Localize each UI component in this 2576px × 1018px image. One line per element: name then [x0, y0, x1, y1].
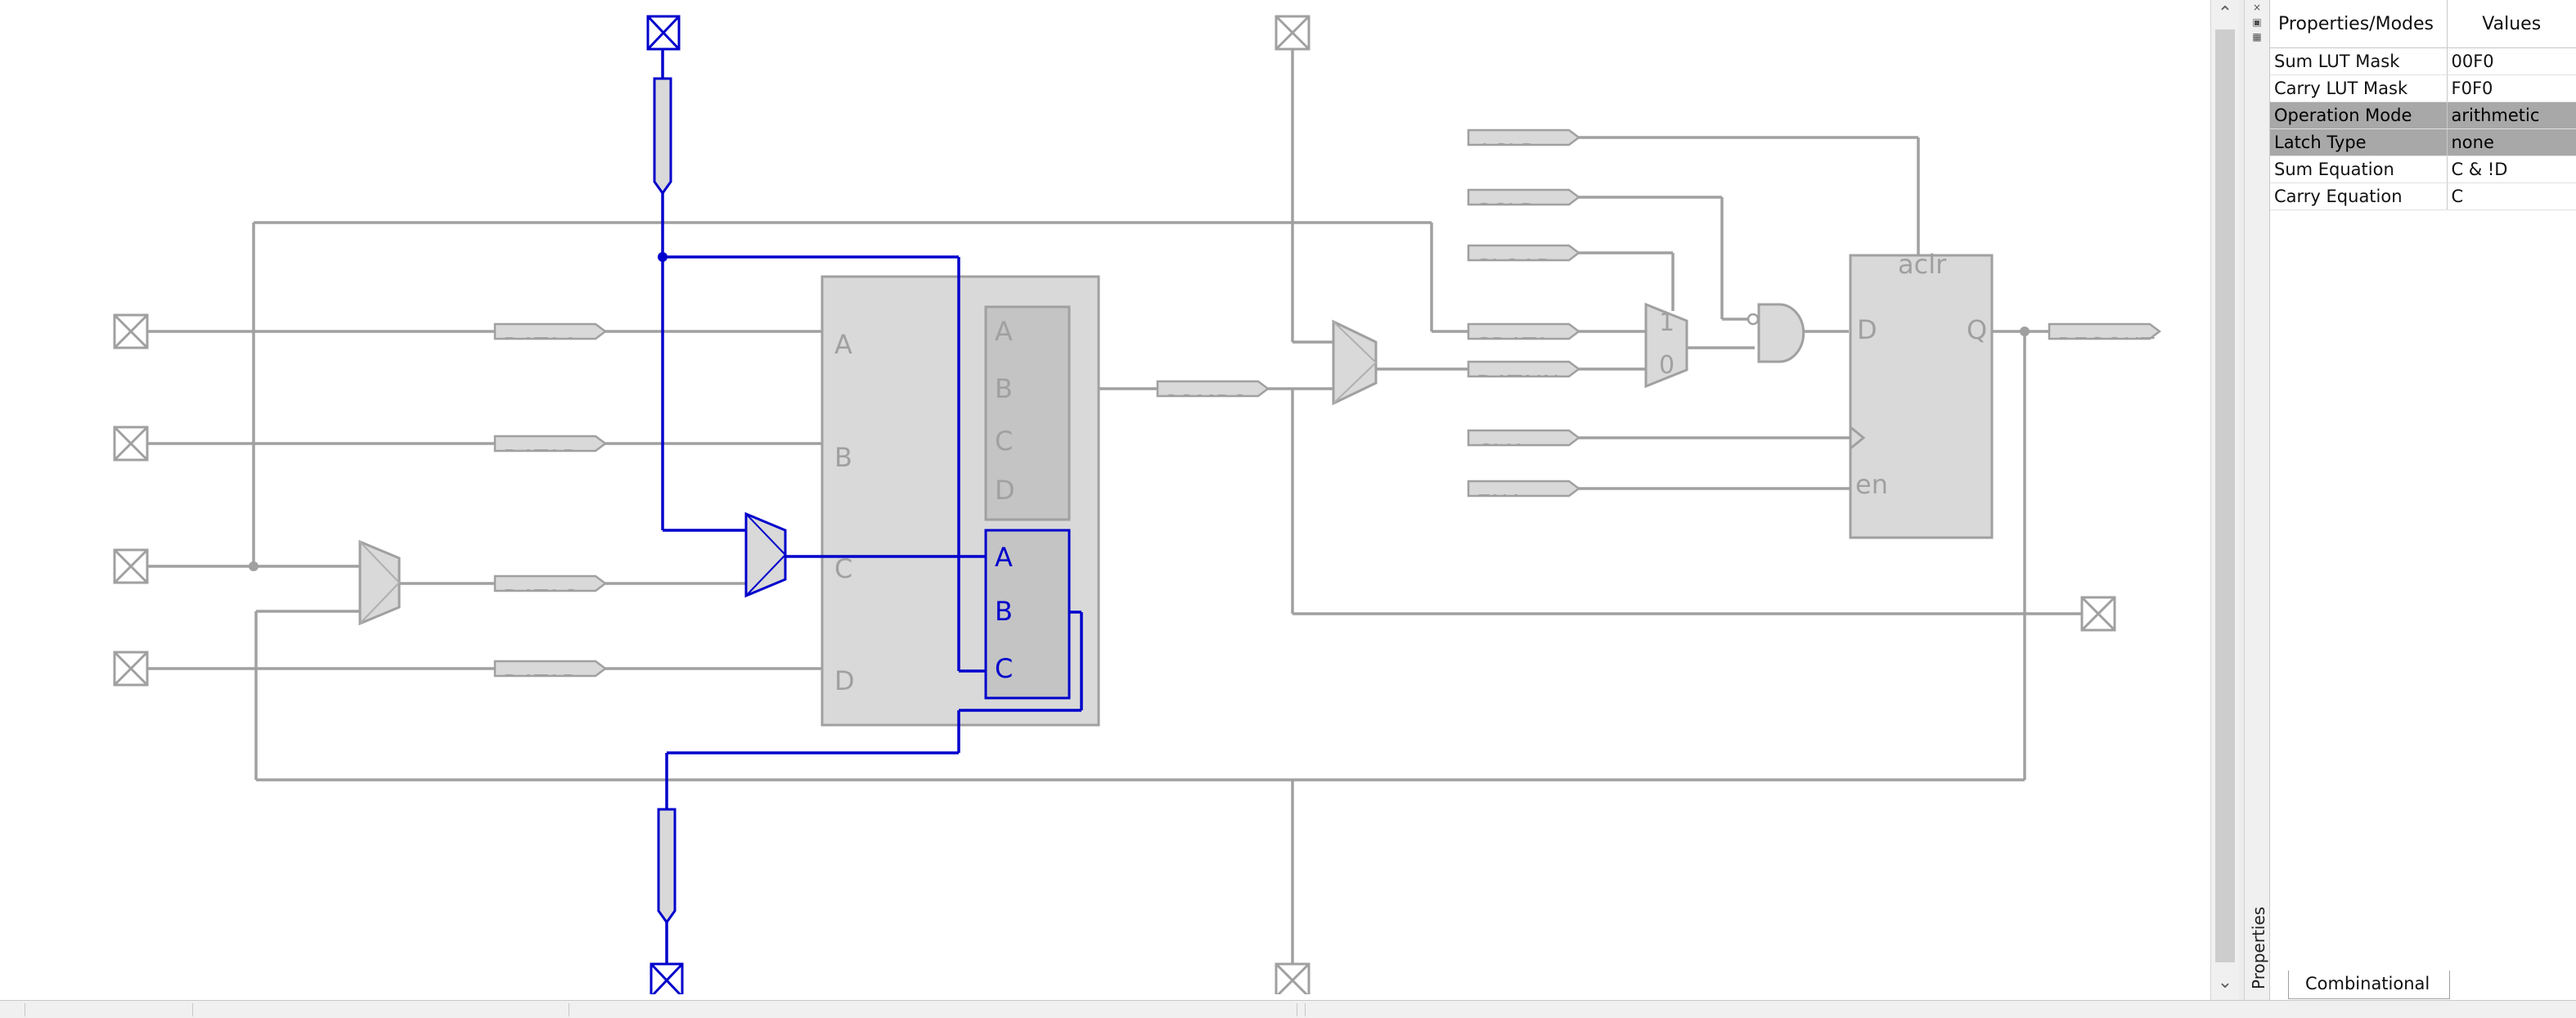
property-name: Operation Mode: [2270, 101, 2448, 129]
port-label-ena: ENA: [1477, 489, 1524, 516]
port-label-combout: COMBO: [1162, 390, 1249, 417]
header-properties[interactable]: Properties/Modes: [2270, 0, 2448, 48]
properties-side-tab[interactable]: × ▣ ▦ Properties: [2244, 0, 2269, 1000]
status-divider: [192, 1003, 193, 1016]
lut-input-b: B: [834, 442, 852, 473]
carry-lut-inputs: A B C: [995, 542, 1013, 684]
property-value[interactable]: 00F0: [2447, 47, 2576, 75]
port-shapes: [493, 128, 2162, 678]
data-select-mux[interactable]: [1644, 302, 1688, 389]
pin-dataa[interactable]: [113, 313, 149, 349]
lut-inputs: A B C D: [834, 329, 855, 696]
sum-lut-input-b: B: [995, 373, 1013, 404]
property-name: Carry Equation: [2270, 182, 2448, 210]
properties-tab-label[interactable]: Properties: [2249, 906, 2268, 989]
gray-junctions: [249, 327, 2030, 571]
property-name: Sum LUT Mask: [2270, 47, 2448, 75]
and-invert-bubble: [1747, 313, 1760, 326]
cout-port: [657, 808, 677, 925]
sum-lut[interactable]: [984, 305, 1071, 521]
float-icon[interactable]: ▣: [2252, 16, 2262, 28]
carry-junction: [658, 252, 668, 262]
table-row[interactable]: Latch Type none: [2270, 128, 2576, 156]
port-label-dataa: DATAA: [503, 332, 578, 359]
pin-datab[interactable]: [113, 426, 149, 462]
pin-icon[interactable]: ▦: [2252, 31, 2262, 43]
property-name: Sum Equation: [2270, 155, 2448, 183]
sum-lut-input-a: A: [995, 316, 1013, 347]
table-row[interactable]: Sum LUT Mask 00F0: [2270, 47, 2576, 75]
lut-input-d: D: [834, 665, 855, 696]
carry-lut-input-a: A: [995, 542, 1013, 573]
close-icon[interactable]: ×: [2252, 2, 2262, 13]
pin-bottom-mid[interactable]: [1275, 962, 1310, 994]
canvas-vertical-scrollbar[interactable]: ⌃ ⌄: [2210, 0, 2239, 1000]
table-row[interactable]: Operation Mode arithmetic: [2270, 101, 2576, 129]
property-value[interactable]: F0F0: [2447, 74, 2576, 102]
port-label-datain: DATAIN: [1477, 370, 1559, 397]
tab-combinational[interactable]: Combinational: [2288, 971, 2451, 999]
lut-input-a: A: [834, 329, 852, 360]
properties-panel: Properties/Modes Values Sum LUT Mask 00F…: [2269, 0, 2576, 1000]
property-name: Latch Type: [2270, 128, 2448, 156]
table-row[interactable]: Carry Equation C: [2270, 182, 2576, 210]
pin-top-mid[interactable]: [1275, 15, 1310, 51]
carry-path-wires: [661, 49, 1083, 964]
mux-label-1: 1: [1659, 309, 1675, 337]
clock-triangle: [1850, 426, 1866, 450]
port-label-clk: CLK: [1477, 439, 1521, 466]
status-divider: [1305, 1003, 1306, 1016]
schematic-canvas[interactable]: DATAA DATAB DATAC DATAD COMBO ACLR SCLR …: [0, 0, 2209, 994]
table-row[interactable]: Carry LUT Mask F0F0: [2270, 74, 2576, 102]
lut-input-c: C: [834, 553, 852, 584]
port-label-sclr: SCLR: [1477, 198, 1535, 225]
and-gate[interactable]: [1757, 303, 1805, 363]
pin-cin[interactable]: [646, 15, 681, 51]
port-label-datad: DATAD: [503, 669, 580, 696]
property-value[interactable]: arithmetic: [2447, 101, 2576, 129]
scroll-up-icon[interactable]: ⌃: [2217, 3, 2233, 24]
port-label-sdata: SDATA: [1477, 332, 1550, 359]
port-label-datac: DATAC: [503, 584, 578, 611]
sum-lut-input-c: C: [995, 426, 1013, 457]
cin-port: [653, 77, 672, 196]
carry-mux[interactable]: [744, 511, 787, 598]
register-label-en: en: [1855, 469, 1888, 500]
scroll-down-icon[interactable]: ⌄: [2217, 972, 2233, 993]
carry-lut[interactable]: [984, 529, 1071, 700]
header-values[interactable]: Values: [2447, 0, 2576, 48]
carry-lut-input-c: C: [995, 653, 1013, 684]
port-label-aclr: ACLR: [1477, 138, 1536, 165]
register-label-d: D: [1857, 314, 1877, 345]
property-value[interactable]: C & !D: [2447, 155, 2576, 183]
scroll-thumb[interactable]: [2215, 29, 2235, 962]
register-block[interactable]: [1849, 254, 1994, 539]
properties-table: Properties/Modes Values Sum LUT Mask 00F…: [2270, 0, 2576, 210]
property-name: Carry LUT Mask: [2270, 74, 2448, 102]
pin-datad[interactable]: [113, 651, 149, 687]
register-labels: aclr D Q en: [1855, 249, 1987, 500]
carry-lut-input-b: B: [995, 596, 1013, 627]
pin-datac[interactable]: [113, 548, 149, 584]
port-label-sload: SLOAD: [1477, 254, 1554, 281]
sum-lut-inputs: A B C D: [995, 316, 1015, 506]
mux-label-0: 0: [1659, 351, 1675, 380]
port-labels: DATAA DATAB DATAC DATAD COMBO ACLR SCLR …: [503, 138, 2155, 696]
horizontal-scrollbar[interactable]: [0, 1000, 2576, 1018]
sum-lut-input-d: D: [995, 475, 1015, 506]
output-mux[interactable]: [1332, 319, 1378, 406]
pin-cout[interactable]: [650, 962, 684, 994]
property-value[interactable]: C: [2447, 182, 2576, 210]
port-label-datab: DATAB: [503, 444, 578, 471]
register-label-aclr: aclr: [1898, 249, 1947, 280]
input-mux[interactable]: [358, 539, 401, 626]
port-label-regout: REGOUT: [2057, 332, 2155, 359]
gray-wires: [147, 33, 2082, 970]
pin-right-combout[interactable]: [2080, 596, 2116, 632]
panel-splitter[interactable]: [2239, 0, 2244, 1000]
property-value[interactable]: none: [2447, 128, 2576, 156]
gray-pins[interactable]: [113, 15, 2116, 994]
register-label-q: Q: [1967, 314, 1987, 345]
table-row[interactable]: Sum Equation C & !D: [2270, 155, 2576, 183]
